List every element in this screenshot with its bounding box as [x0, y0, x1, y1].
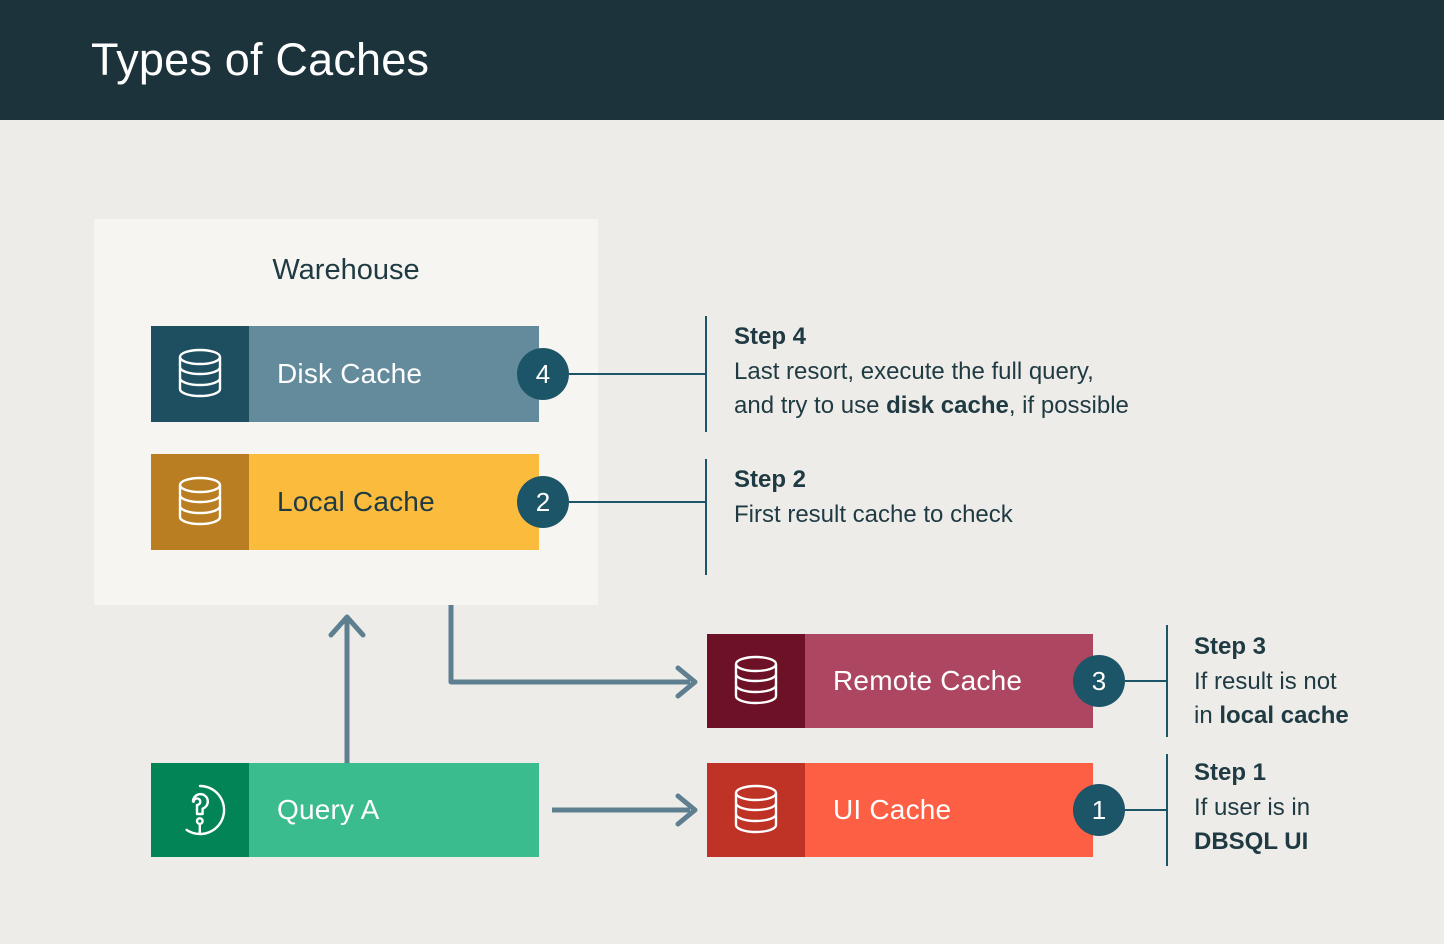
- step-desc-4-line2-bold: disk cache: [886, 392, 1009, 419]
- question-mark-circle-icon: [151, 763, 249, 857]
- step-desc-2: First result cache to check: [734, 498, 1164, 532]
- step-badge-4[interactable]: 4: [517, 348, 569, 400]
- lead-line-step-1: [1125, 809, 1167, 811]
- step-desc-4: Last resort, execute the full query, and…: [734, 355, 1234, 423]
- page-title: Types of Caches: [91, 34, 430, 85]
- step-badge-2[interactable]: 2: [517, 476, 569, 528]
- step-desc-2-line1: First result cache to check: [734, 501, 1013, 528]
- database-icon: [707, 634, 805, 728]
- step-block-1: Step 1 If user is in DBSQL UI: [1194, 757, 1444, 859]
- database-icon: [707, 763, 805, 857]
- database-icon: [151, 326, 249, 422]
- database-icon: [151, 454, 249, 550]
- diagram-canvas: Warehouse Disk Cache 4 Local Cache 2: [0, 120, 1444, 944]
- step-desc-4-line2-prefix: and try to use: [734, 392, 887, 419]
- step-badge-1[interactable]: 1: [1073, 784, 1125, 836]
- step-desc-4-line2-suffix: , if possible: [1008, 392, 1129, 419]
- node-query-a[interactable]: Query A: [151, 763, 539, 857]
- node-label-disk-cache: Disk Cache: [249, 326, 539, 422]
- step-desc-4-line1: Last resort, execute the full query,: [734, 358, 1094, 385]
- step-block-3: Step 3 If result is not in local cache: [1194, 631, 1444, 733]
- lead-line-step-3: [1125, 680, 1167, 682]
- step-desc-1-line2-bold: DBSQL UI: [1194, 828, 1309, 855]
- node-label-local-cache: Local Cache: [249, 454, 539, 550]
- node-remote-cache[interactable]: Remote Cache: [707, 634, 1093, 728]
- step-desc-3-line1: If result is not: [1194, 668, 1337, 695]
- step-desc-3: If result is not in local cache: [1194, 665, 1444, 733]
- step-badge-3[interactable]: 3: [1073, 655, 1125, 707]
- step-title-4: Step 4: [734, 323, 807, 350]
- bracket-step-4: [705, 316, 707, 432]
- node-label-remote-cache: Remote Cache: [805, 634, 1093, 728]
- step-title-1: Step 1: [1194, 759, 1267, 786]
- arrow-query-to-warehouse: [328, 614, 366, 763]
- arrow-query-to-ui-cache: [552, 793, 698, 827]
- step-block-4: Step 4 Last resort, execute the full que…: [734, 321, 1234, 423]
- bracket-step-2: [705, 459, 707, 575]
- node-disk-cache[interactable]: Disk Cache: [151, 326, 539, 422]
- page-header: Types of Caches: [0, 0, 1444, 120]
- step-desc-3-line2-bold: local cache: [1219, 702, 1349, 729]
- node-label-query-a: Query A: [249, 763, 539, 857]
- lead-line-step-2: [569, 501, 706, 503]
- lead-line-step-4: [569, 373, 706, 375]
- warehouse-label: Warehouse: [272, 254, 420, 286]
- bracket-step-1: [1166, 754, 1168, 866]
- node-local-cache[interactable]: Local Cache: [151, 454, 539, 550]
- bracket-step-3: [1166, 625, 1168, 737]
- step-desc-3-line2-prefix: in: [1194, 702, 1220, 729]
- step-title-2: Step 2: [734, 466, 807, 493]
- node-ui-cache[interactable]: UI Cache: [707, 763, 1093, 857]
- node-label-ui-cache: UI Cache: [805, 763, 1093, 857]
- step-desc-1: If user is in DBSQL UI: [1194, 791, 1444, 859]
- step-desc-1-line1: If user is in: [1194, 794, 1311, 821]
- step-block-2: Step 2 First result cache to check: [734, 464, 1164, 532]
- step-title-3: Step 3: [1194, 633, 1267, 660]
